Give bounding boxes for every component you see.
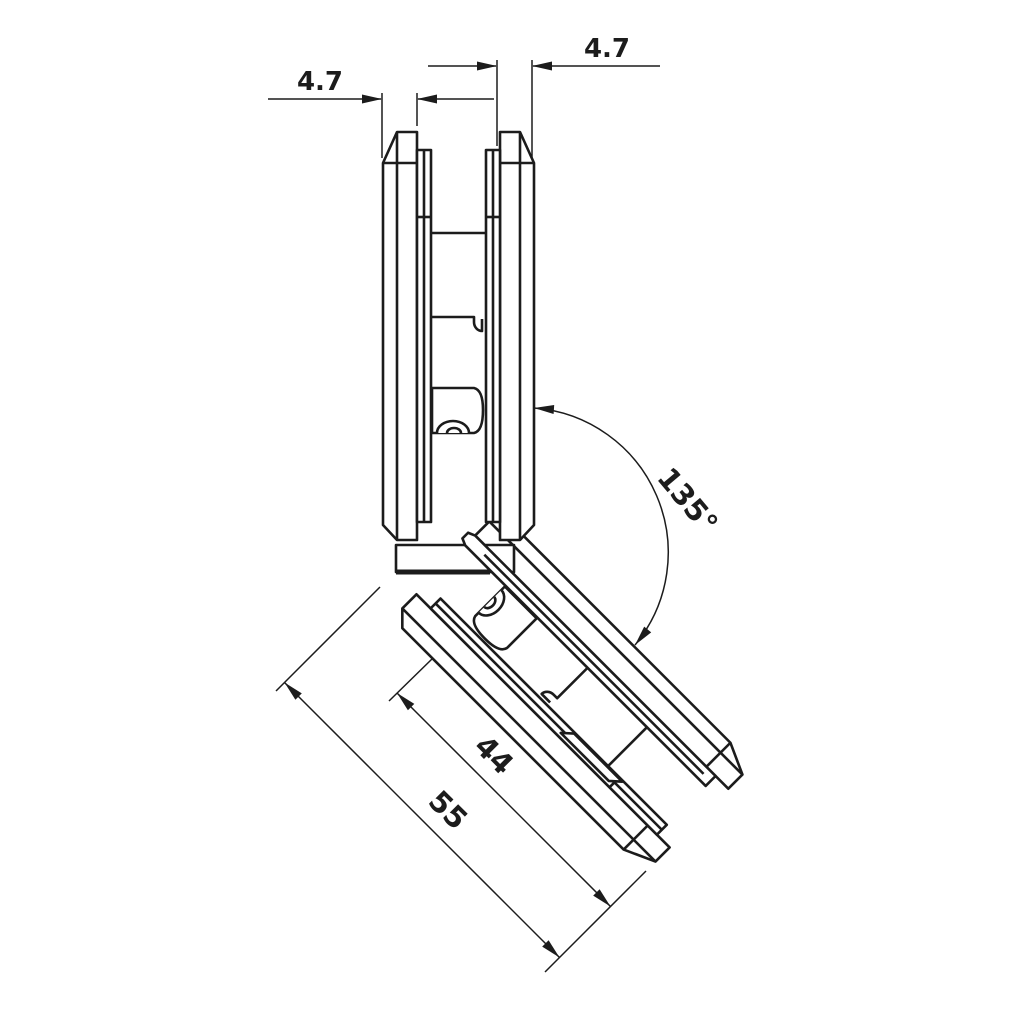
angled-crossbar [607,726,648,768]
dimension-arrow-icon [362,94,382,104]
dimension-arrow-icon [534,405,555,414]
dim-label-thickness-left: 4.7 [297,67,343,97]
vertical-screw-hook [432,315,484,333]
vertical-outer-wall-right [498,130,536,542]
dimension-arrow-icon [542,940,560,958]
dimension-arrow-icon [635,626,652,645]
vertical-pin-dome-inner [445,426,463,434]
angle-arc [533,407,669,646]
dimension-arrow-icon [532,61,552,71]
extension-line [275,586,381,692]
angled-gasket-near-midline [434,602,663,831]
dim-body-length: 44 [388,657,647,973]
dim-line [283,681,561,959]
vertical-clamp-half [381,130,536,542]
angled-outer-wall-far [473,520,744,791]
gasket-strip-midline [483,553,705,775]
dim-glass-thickness-left: 4.7 [268,67,494,158]
dimension-arrow-icon [477,61,497,71]
dim-glass-thickness-right: 4.7 [428,34,660,158]
angled-clamp-half [401,520,744,863]
angled-gasket-strip [461,531,717,788]
angled-wall-near-midline [401,607,657,863]
dim-label-thickness-right: 4.7 [584,34,630,64]
extension-line [544,870,647,973]
vertical-outer-wall-left [381,130,419,542]
angled-screw-hook [540,667,588,704]
angled-screw-sliver [559,731,624,783]
dimension-arrow-icon [284,682,302,700]
angled-wall-near-chamfer-base [622,824,649,851]
extension-line [388,657,434,702]
angled-outer-wall-near [401,592,671,863]
dim-line [396,692,612,908]
angled-wall-far-midline [488,520,744,776]
dimension-arrow-icon [417,94,437,104]
angled-pin-dome-inner [483,596,497,610]
dimension-arrow-icon [397,693,415,711]
angled-pin-dome [477,589,506,617]
dim-label-angle: 135° [651,461,725,540]
angled-wall-far-chamfer-base [705,741,732,768]
dimension-arrow-icon [593,889,611,907]
